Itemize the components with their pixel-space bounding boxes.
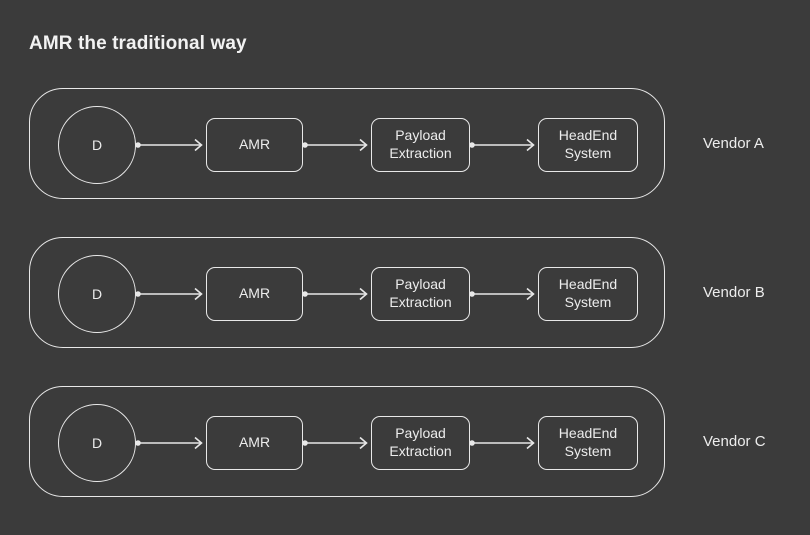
connector-device-to-amr [135, 136, 207, 154]
device-node[interactable]: D [58, 255, 136, 333]
amr-node-label: AMR [238, 285, 271, 302]
connector-amr-to-payload [302, 285, 372, 303]
connector-device-to-amr [135, 285, 207, 303]
connector-amr-to-payload [302, 434, 372, 452]
connector-payload-to-headend [469, 434, 539, 452]
device-node-label: D [91, 435, 103, 451]
connector-payload-to-headend [469, 285, 539, 303]
vendor-label-a: Vendor A [703, 135, 764, 152]
device-node-label: D [91, 286, 103, 302]
amr-node-label: AMR [238, 434, 271, 451]
vendor-label-b: Vendor B [703, 284, 765, 301]
amr-node[interactable]: AMR [206, 118, 303, 172]
page-title: AMR the traditional way [29, 33, 247, 54]
connector-payload-to-headend [469, 136, 539, 154]
device-node[interactable]: D [58, 404, 136, 482]
connector-amr-to-payload [302, 136, 372, 154]
amr-node-label: AMR [238, 136, 271, 153]
amr-node[interactable]: AMR [206, 416, 303, 470]
amr-node[interactable]: AMR [206, 267, 303, 321]
device-node[interactable]: D [58, 106, 136, 184]
device-node-label: D [91, 137, 103, 153]
connector-device-to-amr [135, 434, 207, 452]
vendor-label-c: Vendor C [703, 433, 766, 450]
